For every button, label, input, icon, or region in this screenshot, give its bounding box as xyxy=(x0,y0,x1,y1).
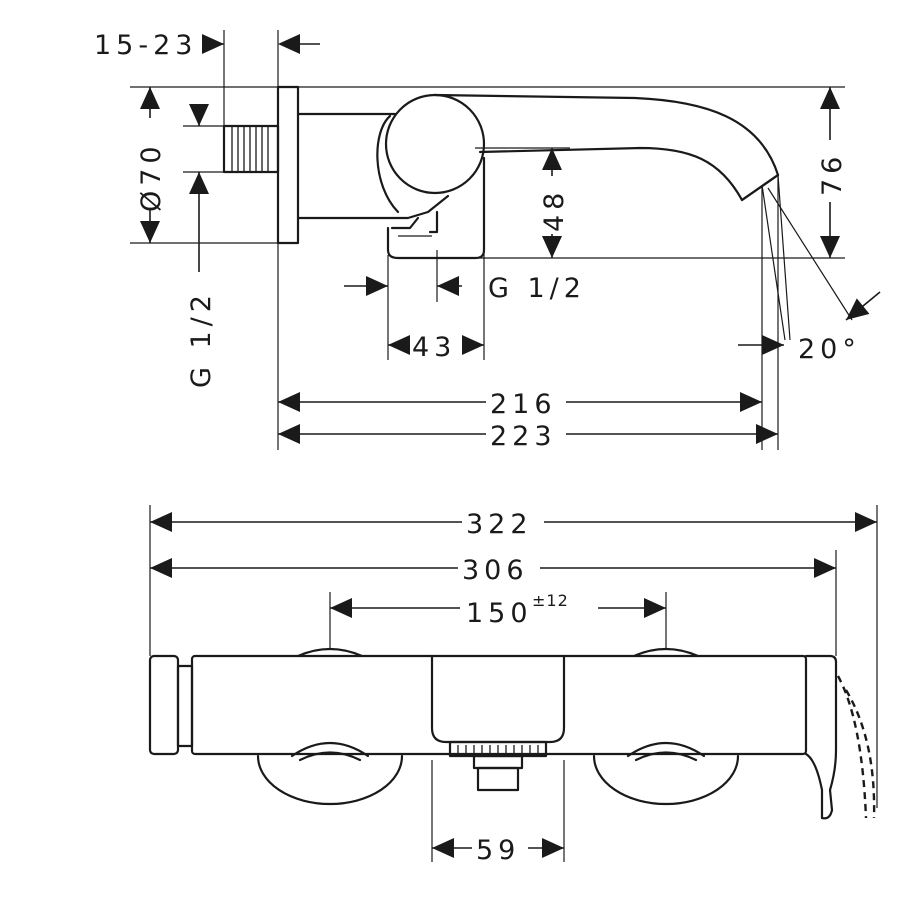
label-outlet-width-side: 43 xyxy=(412,332,456,363)
label-inlet-thread: G 1/2 xyxy=(186,290,217,388)
lever-swing-path xyxy=(836,675,868,819)
label-outlet-thread: G 1/2 xyxy=(488,273,586,304)
left-rosette xyxy=(256,754,404,806)
label-total-width: 322 xyxy=(466,509,533,540)
right-rosette xyxy=(592,754,740,806)
label-rosette-diameter: Ø70 xyxy=(136,141,167,212)
side-view: 15-23 Ø70 G 1/2 76 48 G 1/2 43 20° 216 2… xyxy=(94,30,881,452)
label-body-width: 306 xyxy=(462,555,529,586)
lever-handle xyxy=(804,654,838,820)
label-wall-gap: 15-23 xyxy=(94,30,197,61)
label-center-tolerance: ±12 xyxy=(532,591,569,610)
front-view: 322 306 150 ±12 59 xyxy=(148,505,878,866)
wall-rosette xyxy=(276,85,300,245)
eccentric-connector xyxy=(222,124,280,174)
label-spout-angle: 20° xyxy=(798,334,861,365)
outlet-aerator xyxy=(448,740,548,792)
mixer-body-side xyxy=(296,93,486,260)
label-reach-inner: 216 xyxy=(490,389,557,420)
label-reach-outer: 223 xyxy=(490,421,557,452)
label-outlet-width-front: 59 xyxy=(476,835,520,866)
label-center-distance: 150 xyxy=(466,598,533,629)
left-end-cap xyxy=(148,654,180,756)
mixer-body-front xyxy=(190,654,808,756)
label-height-outlet: 48 xyxy=(539,188,570,232)
temperature-knob-side xyxy=(384,93,486,195)
label-height-total: 76 xyxy=(817,152,848,196)
